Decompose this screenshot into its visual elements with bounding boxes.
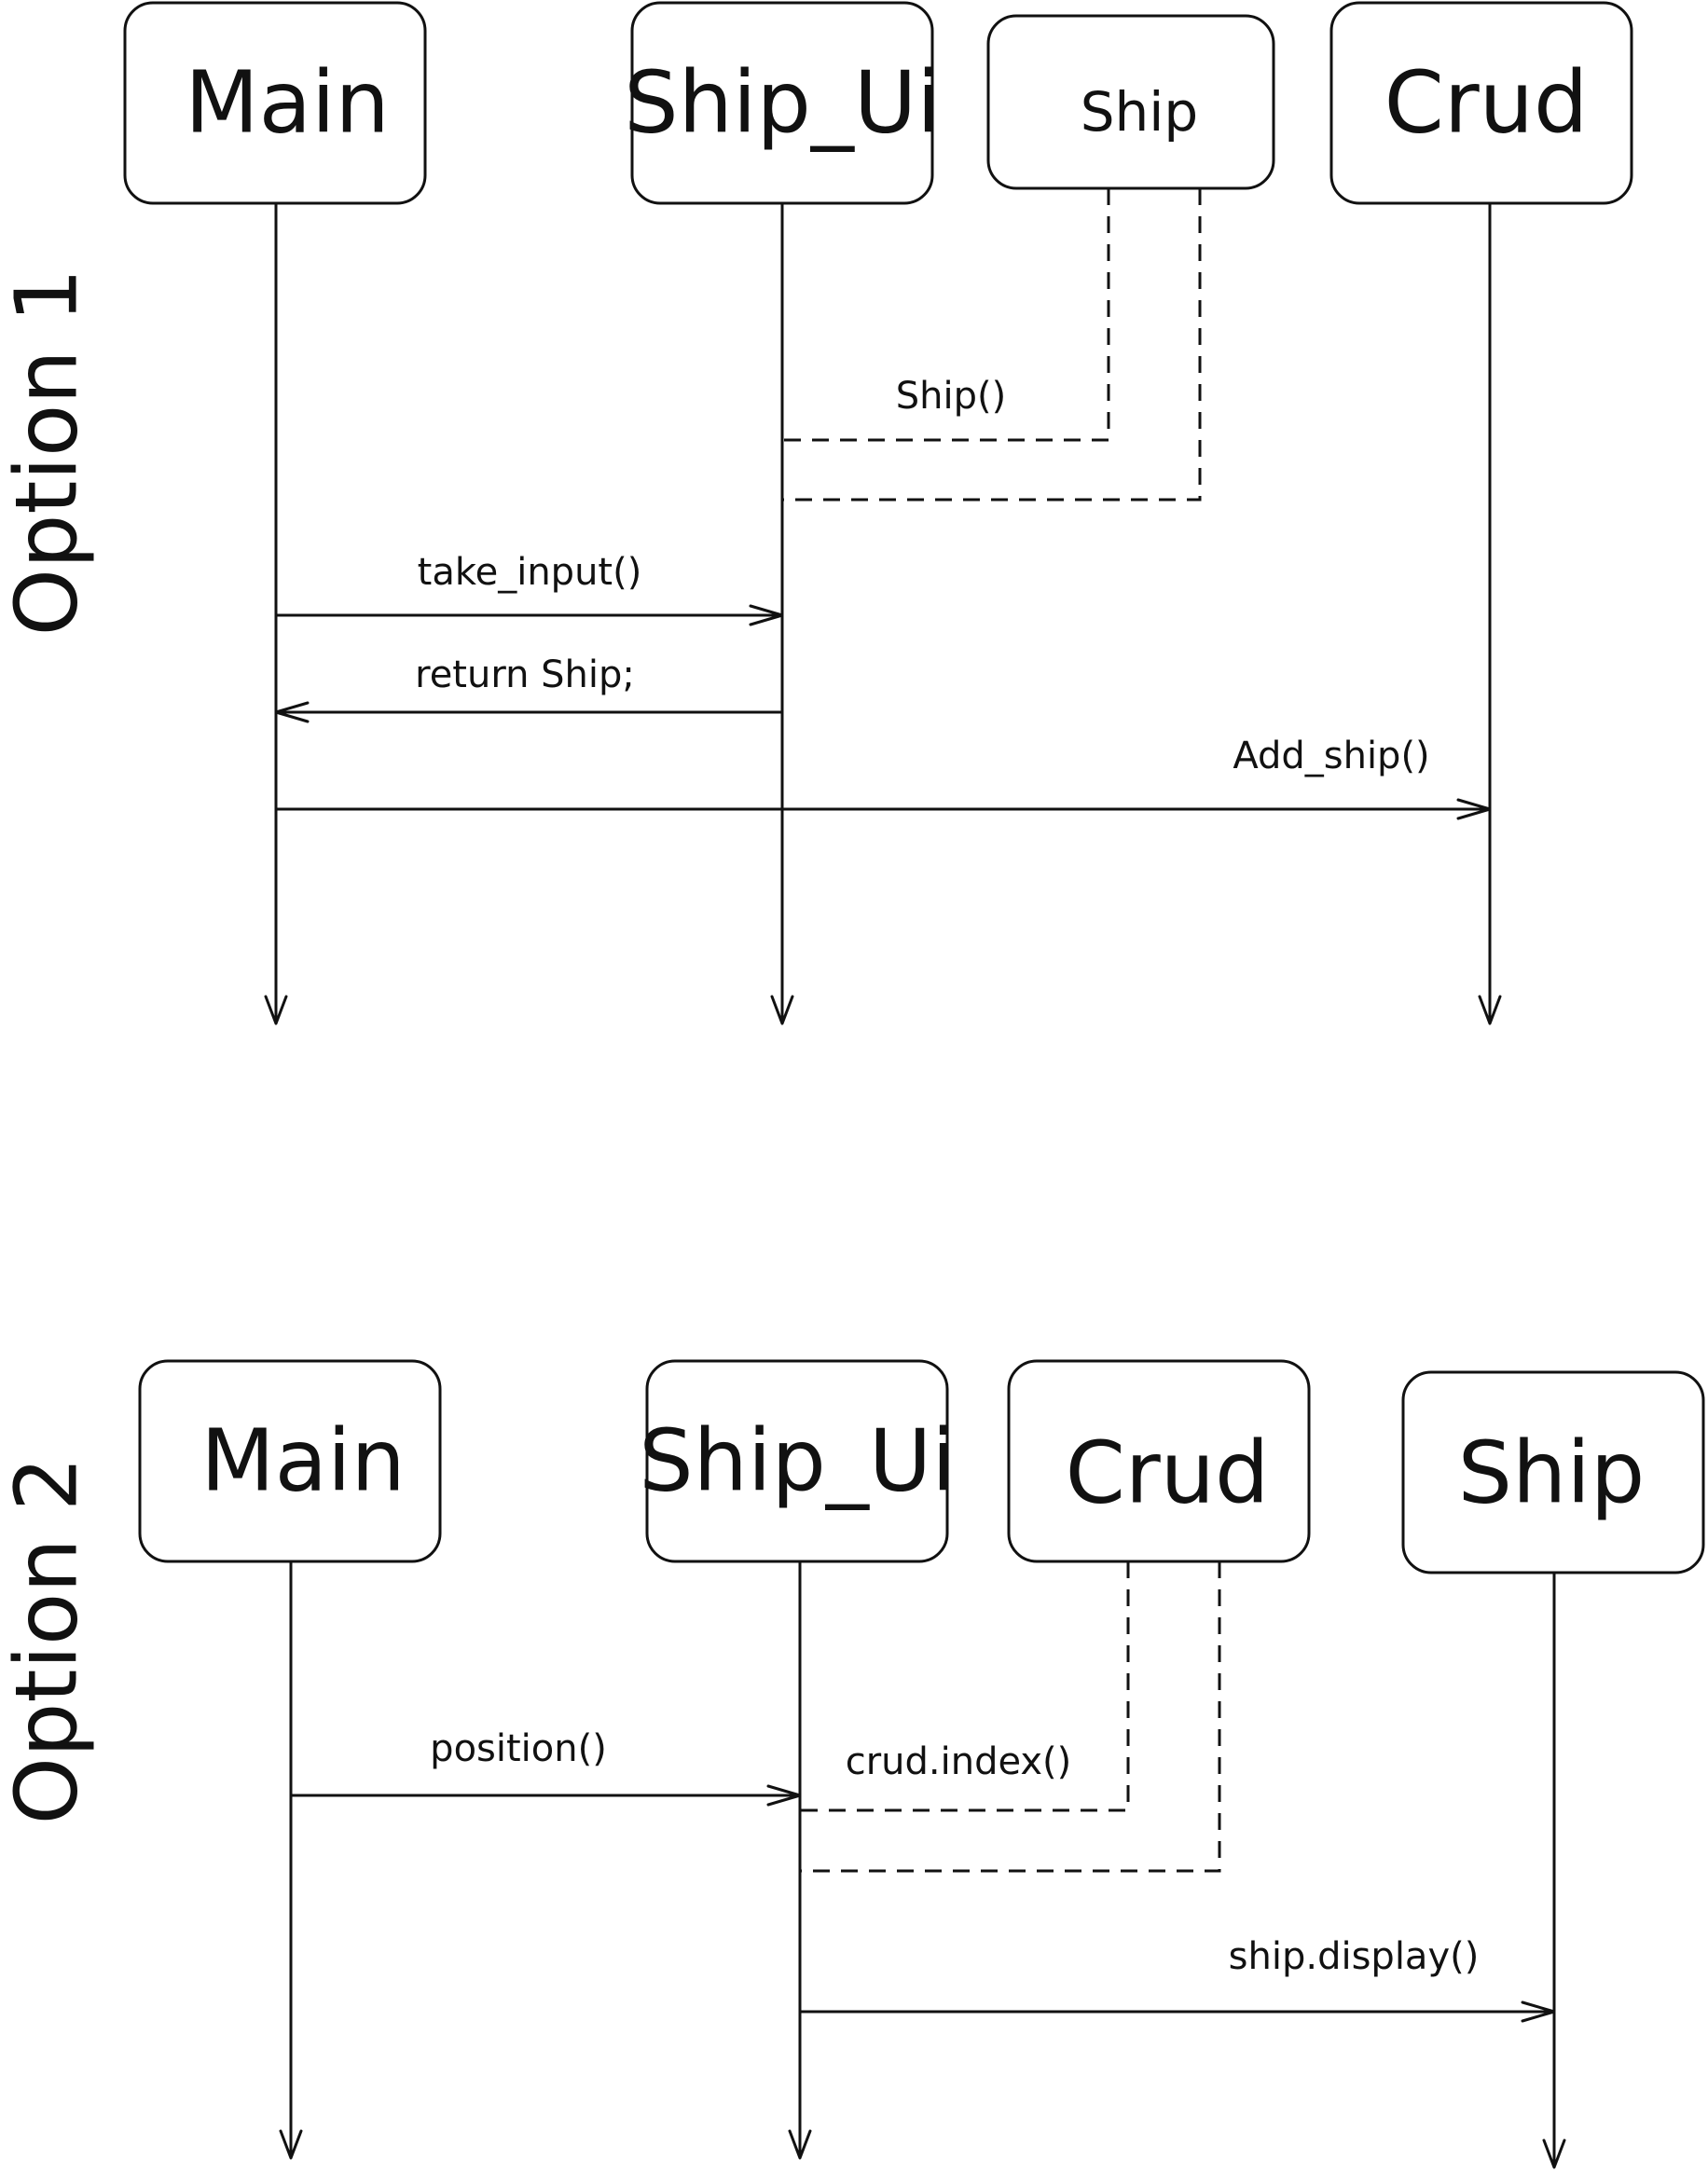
message-add-ship-arrowhead: [1456, 798, 1492, 820]
ship-dashed-connector-inner: [782, 188, 1110, 442]
option-2-label: Option 2: [0, 1457, 97, 1825]
lifeline-main-arrowhead: [264, 995, 288, 1025]
ship-dashed-connector-outer: [782, 188, 1202, 502]
message-return-ship-arrowhead: [274, 701, 310, 723]
message-crud-index-label: crud.index(): [846, 1740, 1072, 1783]
message-take-input-label: take_input(): [418, 551, 642, 594]
participant-main-label: Main: [200, 1411, 406, 1511]
participant-main-label: Main: [185, 53, 390, 153]
lifeline-ship-ui-arrowhead: [788, 2129, 812, 2160]
participant-ship-ui-label: Ship_Ui: [624, 53, 941, 153]
message-position-arrowhead: [766, 1784, 802, 1807]
message-return-ship-label: return Ship;: [415, 653, 635, 696]
lifeline-crud-arrowhead: [1478, 995, 1502, 1025]
lifeline-main-arrowhead: [279, 2129, 303, 2160]
message-ship-constructor: Ship(): [896, 375, 1006, 418]
participant-ship-ui-label: Ship_Ui: [639, 1411, 956, 1511]
option-1-label: Option 1: [0, 268, 97, 637]
participant-ship-label: Ship: [1081, 80, 1199, 144]
option-2-group: Option 2 Main Ship_Ui Crud Ship crud.ind…: [0, 1359, 1705, 2169]
message-position-label: position(): [430, 1727, 607, 1770]
participant-crud-box: [1329, 1, 1633, 205]
crud-dashed-connector-outer: [800, 1561, 1221, 1873]
message-ship-display-label: ship.display(): [1229, 1935, 1480, 1978]
message-take-input-arrowhead: [749, 604, 784, 626]
participant-ship-label: Ship: [1458, 1423, 1646, 1523]
lifeline-ship-arrowhead: [1542, 2138, 1566, 2169]
lifeline-ship-ui-arrowhead: [770, 995, 794, 1025]
message-add-ship-label: Add_ship(): [1233, 735, 1429, 777]
participant-crud-label: Crud: [1066, 1423, 1270, 1523]
participant-crud-label: Crud: [1384, 53, 1589, 153]
option-1-group: Option 1 Main Ship_Ui Ship Crud Ship() t…: [0, 1, 1633, 1025]
participant-crud-box: [1007, 1359, 1311, 1563]
participant-ship-box: [986, 14, 1275, 190]
message-ship-display-arrowhead: [1521, 2000, 1556, 2023]
participant-ship-ui-box: [645, 1359, 949, 1563]
